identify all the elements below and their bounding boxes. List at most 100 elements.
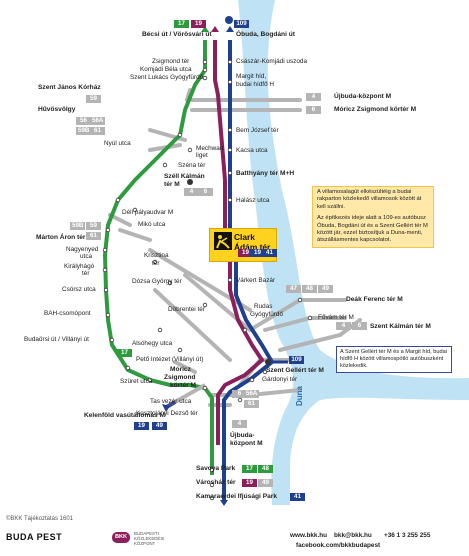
note-yellow: A villamosalagút elkészültéig a budai ra… (312, 186, 434, 248)
note-yellow-text-1: A villamosalagút elkészültéig a budai ra… (317, 189, 422, 210)
footer-facebook[interactable]: facebook.com/bkkbudapest (296, 542, 381, 549)
note-blue: A Szent Gellért tér M és a Margit híd, b… (336, 346, 452, 373)
badge-6-gellert: 6 (232, 390, 247, 398)
label-moricz-3: körtér M (170, 382, 197, 389)
badge-47-deak: 47 (286, 285, 301, 293)
danube-river (238, 0, 469, 505)
badge-17-budaorsi: 17 (117, 349, 132, 357)
footer-web[interactable]: www.bkk.hu (290, 532, 328, 539)
line-17-route (102, 40, 214, 475)
label-gardonyi: Gárdonyi tér (262, 376, 298, 383)
label-dozsa-gyorgy: Dózsa György tér (132, 278, 182, 285)
label-kamaraerdei: Kamaraerdei Ifjúsági Park (196, 493, 277, 500)
badge-19-clark: 19 (238, 249, 253, 257)
badge-19b-clark: 19 (250, 249, 265, 257)
label-szena-ter: Széna tér (178, 162, 206, 169)
footer-copyright: ©BKK Tájékoztatás 1601 (6, 516, 74, 522)
label-kelenfold: Kelenföld vasútállomás M (84, 412, 165, 419)
badge-59b: 59B (76, 127, 92, 135)
label-moricz-top: Móricz Zsigmond körtér M (334, 106, 417, 113)
label-budaorsi: Budaörsi út / Villányi út (24, 336, 89, 343)
label-kiralyhago: Királyhágó (64, 263, 95, 270)
label-moricz-1: Móricz (170, 366, 191, 373)
label-szell-ter-m: tér M (164, 181, 180, 188)
badge-49-kelenfold: 49 (152, 422, 167, 430)
label-bah: BAH-csomópont (44, 310, 91, 317)
label-kacsa-utca: Kacsa utca (236, 147, 268, 154)
label-krisztina-ter: tér (152, 260, 160, 267)
label-kosztolanyi: Kosztolányi Dezső tér (136, 410, 198, 417)
label-ujbuda-kozpont-top: Újbuda-központ M (334, 93, 392, 100)
label-dobrentei: Döbrentei tér (168, 306, 205, 313)
label-ujbuda-2: központ M (230, 440, 263, 447)
badge-59b-marton: 59B (70, 222, 86, 230)
label-szuret-utca: Szüret utca (120, 378, 153, 385)
label-szell-kalman: Széll Kálmán (164, 173, 205, 180)
label-nagyenyed: Nagyenyed (66, 246, 99, 253)
label-budai-hidfo: budai hídfő H (236, 81, 275, 88)
bkk-subtitle: BUDAPESTI KÖZLEKEDÉSI KÖZPONT (134, 531, 165, 546)
label-nagyenyed-utca: utca (80, 253, 93, 260)
badge-19-kelenfold: 19 (134, 422, 149, 430)
badge-6-szellr: 6 (352, 322, 367, 330)
label-tas-vezer: Tas vezér utca (150, 398, 192, 405)
label-deli-palyaudvar: Déli pályaudvar M (122, 209, 174, 216)
label-marton-aron: Márton Áron tér (36, 234, 86, 241)
label-moricz-2: Zsigmond (164, 374, 196, 381)
badge-4-szell: 4 (184, 188, 199, 196)
label-szent-janos: Szent János Kórház (38, 84, 101, 91)
label-ujbuda-1: Újbuda- (230, 432, 255, 439)
footer-email[interactable]: bkk@bkk.hu (334, 532, 372, 539)
label-rudas: Rudas (254, 303, 273, 310)
badge-48-savoya: 48 (258, 465, 273, 473)
label-batthyany: Batthyány tér M+H (236, 170, 295, 177)
badge-4-szellr: 4 (336, 322, 351, 330)
label-szent-gellert: Szent Gellért tér M (266, 367, 324, 374)
bkk-logo: BKK (112, 532, 130, 543)
badge-109-gellert: 109 (289, 356, 304, 364)
badge-17-savoya: 17 (242, 465, 257, 473)
line-19-route-south (216, 262, 265, 445)
label-peto: Pető Intézet (Villányi út) (136, 356, 204, 363)
label-huvosvolgy: Hűvösvölgy (38, 106, 76, 113)
label-szent-lukacs: Szent Lukács Gyógyfürdő (130, 74, 204, 81)
badge-59-marton: 59 (86, 222, 101, 230)
label-gyogyfurdo: Gyógyfürdő (250, 311, 284, 318)
label-obuda: Óbuda, Bogdáni út (236, 31, 295, 38)
label-csorsz-utca: Csörsz utca (62, 286, 96, 293)
badge-4-ujbuda: 4 (232, 420, 247, 428)
note-yellow-text-2: Az építkezés ideje alatt a 109-es autóbu… (317, 215, 428, 244)
badge-6-szell: 6 (198, 188, 213, 196)
label-duna: Duna (295, 386, 304, 406)
label-savoya-park: Savoya Park (196, 465, 236, 472)
badge-48-deak: 48 (302, 285, 317, 293)
badge-61-marton: 61 (86, 232, 101, 240)
badge-6-top: 6 (306, 106, 321, 114)
label-clark-adam-ter: Clark Ádám tér (234, 232, 271, 252)
badge-56a-gellert: 56A (244, 390, 260, 398)
badge-61: 61 (90, 127, 105, 135)
footer: ©BKK Tájékoztatás 1601 BUDA PEST BKK BUD… (0, 512, 469, 556)
label-margit-hid: Margit híd, (236, 73, 267, 80)
line-19-route-north (213, 40, 227, 230)
badge-4-top: 4 (306, 93, 321, 101)
badge-56a: 56A (90, 117, 106, 125)
label-nyul-utca: Nyúl utca (104, 140, 131, 147)
label-csaszar: Császár-Komjádi uszoda (236, 58, 308, 65)
budapest-logo: BUDA PEST (6, 532, 63, 542)
label-komjadi-bela: Komjádi Béla utca (140, 66, 192, 73)
badge-line-17: 17 (174, 20, 189, 28)
badge-line-19: 19 (191, 20, 206, 28)
label-varoshaz: Városház tér (196, 479, 236, 486)
footer-phone: +36 1 3 255 255 (384, 532, 431, 539)
badge-41-clark: 41 (262, 249, 277, 257)
badge-41-kamaraerdei: 41 (290, 493, 305, 501)
label-varkert-bazar: Várkert Bazár (236, 277, 276, 284)
label-szell-kalman-right: Szent Kálmán tér M (370, 323, 431, 330)
label-alsohegy: Alsóhegy utca (132, 340, 173, 347)
label-mechwart: Mechwart (196, 145, 224, 152)
construction-worker-icon (214, 232, 232, 250)
badge-19-varoshaz: 19 (242, 479, 257, 487)
badge-56: 56 (76, 117, 91, 125)
